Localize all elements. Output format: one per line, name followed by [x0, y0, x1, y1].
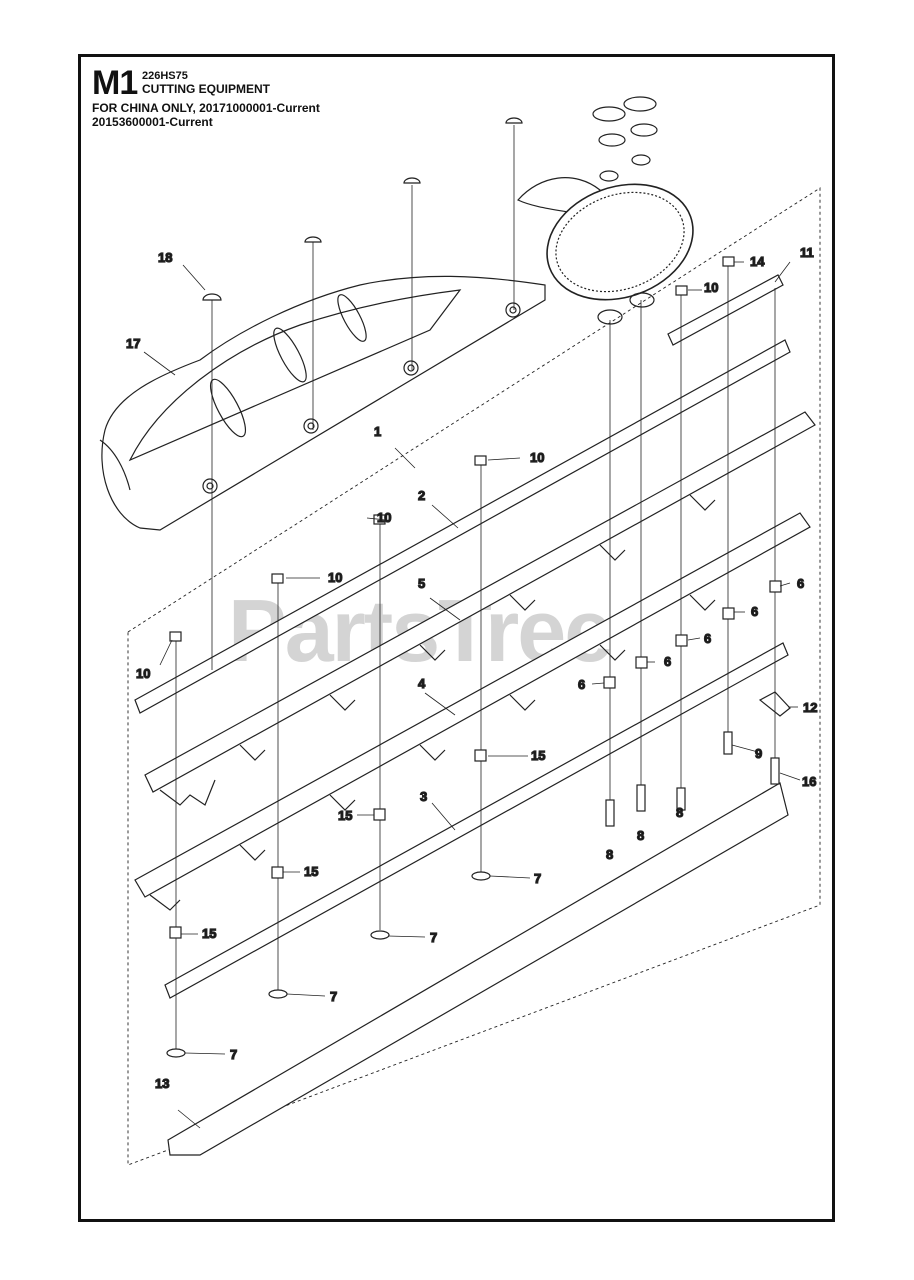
- callout-13: 13: [155, 1076, 169, 1091]
- blade-guard: [99, 275, 546, 531]
- callout-7-d: 7: [230, 1047, 237, 1062]
- section-title: CUTTING EQUIPMENT: [142, 82, 270, 96]
- section-code: M1: [92, 64, 138, 102]
- adjustment-plate: [667, 274, 784, 346]
- top-bar: [134, 339, 791, 714]
- upper-blade: [144, 411, 816, 806]
- fastener-axes: [175, 125, 776, 1050]
- leader-lines: [143, 261, 801, 1129]
- callout-7-a: 7: [534, 871, 541, 886]
- callout-12: 12: [803, 700, 817, 715]
- serial-range-1: FOR CHINA ONLY, 20171000001-Current: [92, 101, 320, 115]
- callout-17: 17: [126, 336, 140, 351]
- callout-7-b: 7: [430, 930, 437, 945]
- callout-8-a: 8: [606, 847, 613, 862]
- callout-4: 4: [418, 676, 426, 691]
- callout-10-a: 10: [530, 450, 544, 465]
- callout-6-d: 6: [664, 654, 671, 669]
- callout-10-b: 10: [377, 510, 391, 525]
- callout-11: 11: [800, 245, 814, 260]
- callout-10-e: 10: [704, 280, 718, 295]
- callout-15-c: 15: [304, 864, 318, 879]
- callout-8-b: 8: [637, 828, 644, 843]
- callout-10-c: 10: [328, 570, 342, 585]
- serial-range-2: 20153600001-Current: [92, 115, 213, 129]
- bottom-bar: [164, 642, 789, 999]
- gear-housing: [517, 96, 694, 325]
- callout-18: 18: [158, 250, 172, 265]
- callout-6-a: 6: [797, 576, 804, 591]
- clip: [758, 691, 791, 717]
- drawing-frame: [78, 54, 835, 1222]
- callout-15-d: 15: [202, 926, 216, 941]
- callout-10-d: 10: [136, 666, 150, 681]
- callout-8-c: 8: [676, 805, 683, 820]
- callout-5: 5: [418, 576, 425, 591]
- callout-9: 9: [755, 746, 762, 761]
- callout-14: 14: [750, 254, 765, 269]
- callout-15-a: 15: [531, 748, 545, 763]
- callout-16: 16: [802, 774, 816, 789]
- callout-3: 3: [420, 789, 427, 804]
- callout-2: 2: [418, 488, 425, 503]
- fasteners: [166, 117, 782, 1058]
- callout-1: 1: [374, 424, 381, 439]
- callout-6-b: 6: [751, 604, 758, 619]
- callout-6-c: 6: [704, 631, 711, 646]
- transport-guard: [167, 782, 789, 1156]
- callout-15-b: 15: [338, 808, 352, 823]
- assembly-outline: [127, 187, 821, 1166]
- model-number: 226HS75: [142, 70, 188, 82]
- callout-6-e: 6: [578, 677, 585, 692]
- callout-7-c: 7: [330, 989, 337, 1004]
